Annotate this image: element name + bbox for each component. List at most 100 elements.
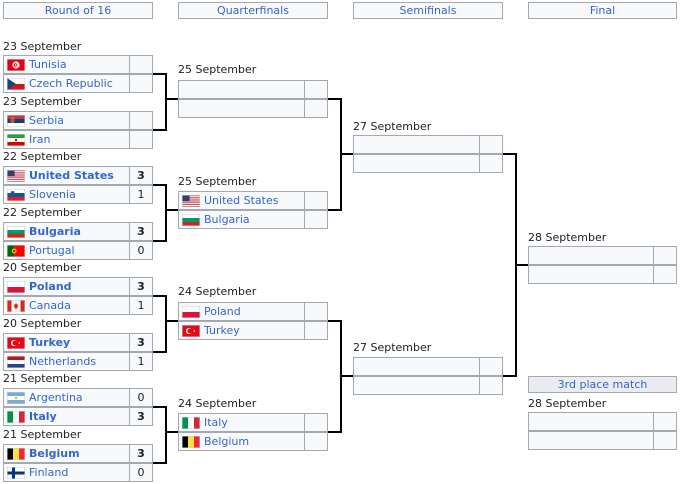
bracket-connector (165, 406, 167, 464)
team-row (178, 99, 328, 118)
poland-flag-icon (182, 305, 200, 318)
match-date: 20 September (3, 317, 82, 330)
match-date: 27 September (353, 120, 432, 133)
team-score (305, 211, 327, 228)
team-row (353, 154, 503, 173)
team-score: 0 (137, 466, 145, 479)
team-row (528, 246, 677, 265)
third-place-match-label[interactable]: 3rd place match (528, 376, 677, 393)
team-name-link[interactable]: Italy (29, 410, 57, 423)
team-score (480, 136, 502, 153)
header-round-of-16[interactable]: Round of 16 (3, 2, 153, 19)
bracket-connector (503, 153, 517, 155)
team-row (178, 80, 328, 99)
match-date: 23 September (3, 40, 82, 53)
team-score (480, 155, 502, 172)
team-name-link[interactable]: Iran (29, 133, 51, 146)
team-row: Turkey (178, 321, 328, 340)
team-name-link[interactable]: Netherlands (29, 355, 97, 368)
team-score (305, 81, 327, 98)
netherlands-flag-icon (7, 355, 25, 368)
team-name-link[interactable]: Turkey (29, 336, 71, 349)
usa-flag-icon (7, 169, 25, 182)
team-cell: Canada (4, 297, 130, 314)
team-cell: Serbia (4, 112, 130, 129)
match-date: 20 September (3, 261, 82, 274)
team-score (480, 358, 502, 375)
team-cell: Poland (179, 303, 305, 320)
team-name-link[interactable]: Finland (29, 466, 69, 479)
team-cell: Portugal (4, 242, 130, 259)
team-name-link[interactable]: Tunisia (29, 58, 67, 71)
match-date: 27 September (353, 341, 432, 354)
team-cell (529, 247, 654, 264)
team-score (130, 131, 152, 148)
team-name-link[interactable]: United States (29, 169, 114, 182)
bulgaria-flag-icon (7, 225, 25, 238)
italy-flag-icon (7, 410, 25, 423)
team-name-link[interactable]: Bulgaria (29, 225, 81, 238)
turkey-flag-icon (182, 324, 200, 337)
team-name-link[interactable]: Poland (204, 305, 241, 318)
team-cell (179, 81, 305, 98)
team-row: Portugal 0 (3, 241, 153, 260)
team-row: Belgium (178, 432, 328, 451)
tunisia-flag-icon (7, 58, 25, 71)
bracket-connector (503, 375, 517, 377)
match-date: 24 September (178, 285, 257, 298)
team-cell (354, 155, 480, 172)
team-score (654, 247, 676, 264)
bracket-connector (165, 431, 178, 433)
team-name-link[interactable]: Belgium (29, 447, 80, 460)
team-name-link[interactable]: Canada (29, 299, 71, 312)
team-cell: Finland (4, 464, 130, 481)
header-semifinals[interactable]: Semifinals (353, 2, 503, 19)
bracket-connector (153, 295, 167, 297)
team-score: 3 (137, 336, 145, 349)
match-date: 22 September (3, 206, 82, 219)
team-name-link[interactable]: Slovenia (29, 188, 76, 201)
argentina-flag-icon (7, 391, 25, 404)
team-cell (354, 358, 480, 375)
team-cell: Belgium (4, 445, 130, 462)
team-name-link[interactable]: Italy (204, 416, 228, 429)
team-name-link[interactable]: Serbia (29, 114, 65, 127)
bracket-connector (340, 375, 353, 377)
team-score (130, 112, 152, 129)
team-score (305, 303, 327, 320)
team-cell (529, 432, 654, 449)
turkey-flag-icon (7, 336, 25, 349)
bracket-connector (328, 320, 342, 322)
team-cell: Turkey (179, 322, 305, 339)
team-name-link[interactable]: Portugal (29, 244, 75, 257)
team-name-link[interactable]: Bulgaria (204, 213, 250, 226)
iran-flag-icon (7, 133, 25, 146)
bracket-connector (153, 240, 167, 242)
team-row (353, 357, 503, 376)
team-score (130, 75, 152, 92)
team-cell: United States (179, 192, 305, 209)
team-row: Italy (178, 413, 328, 432)
team-score (305, 100, 327, 117)
team-name-link[interactable]: Poland (29, 280, 72, 293)
team-cell: Belgium (179, 433, 305, 450)
header-final[interactable]: Final (528, 2, 677, 19)
team-row: United States (178, 191, 328, 210)
team-score: 0 (137, 244, 145, 257)
team-name-link[interactable]: Czech Republic (29, 77, 113, 90)
team-name-link[interactable]: United States (204, 194, 279, 207)
team-cell: Italy (4, 408, 130, 425)
team-score (654, 413, 676, 430)
team-cell (354, 136, 480, 153)
team-name-link[interactable]: Belgium (204, 435, 250, 448)
team-name-link[interactable]: Argentina (29, 391, 83, 404)
team-row: Tunisia (3, 55, 153, 74)
slovenia-flag-icon (7, 188, 25, 201)
match-date: 24 September (178, 397, 257, 410)
match-date: 21 September (3, 428, 82, 441)
team-name-link[interactable]: Turkey (204, 324, 240, 337)
header-quarterfinals[interactable]: Quarterfinals (178, 2, 328, 19)
bracket-connector (328, 431, 342, 433)
